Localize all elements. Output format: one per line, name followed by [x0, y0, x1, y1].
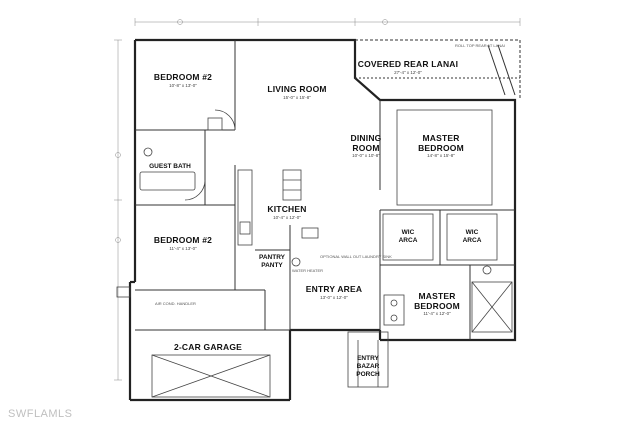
- room-dimensions: 10'-8" x 13'-0": [169, 83, 197, 88]
- laundry-note: OPTIONAL WALL OUT LAUNDRY SINK: [320, 254, 392, 259]
- room-name: COVERED REAR LANAI: [358, 59, 458, 69]
- room-name-line2: BEDROOM: [414, 301, 460, 311]
- room-master-bedroom: MASTER BEDROOM 14'-8" x 15'-8": [418, 133, 464, 158]
- lanai-outline: [355, 39, 521, 100]
- room-name-line2: ROOM: [352, 143, 379, 153]
- room-porch: ENTRY BAZAR PORCH: [356, 355, 380, 378]
- room-wic-left: WIC ARCA: [399, 229, 418, 244]
- room-name: BEDROOM #2: [154, 72, 212, 82]
- room-dimensions: 13'-0" x 12'-0": [320, 295, 348, 300]
- room-name-line1: DINING: [351, 133, 382, 143]
- room-name: LIVING ROOM: [267, 84, 326, 94]
- note-text: OPTIONAL WALL OUT LAUNDRY SINK: [320, 254, 392, 259]
- room-name: KITCHEN: [267, 204, 306, 214]
- room-dimensions: 15'-0" x 15'-8": [283, 95, 311, 100]
- room-name-line1: WIC: [402, 229, 415, 236]
- room-name-line1: PANTRY: [259, 254, 286, 261]
- lanai-note: ROLL TOP REAR AT LANAI: [455, 43, 505, 48]
- room-name-line1: ENTRY: [357, 355, 379, 362]
- room-bedroom-nw: BEDROOM #2 10'-8" x 13'-0": [154, 72, 212, 88]
- room-name-line2: BAZAR: [357, 363, 380, 370]
- room-dining: DINING ROOM 10'-0" x 10'-8": [351, 133, 382, 158]
- room-entry: ENTRY AREA 13'-0" x 12'-0": [306, 284, 362, 300]
- room-name: GUEST BATH: [149, 163, 191, 170]
- room-name-line2: PANTY: [261, 262, 283, 269]
- room-pantry: PANTRY PANTY: [259, 254, 286, 269]
- room-wic-right: WIC ARCA: [463, 229, 482, 244]
- room-guest-bath: GUEST BATH: [149, 163, 191, 170]
- room-lanai: COVERED REAR LANAI 27'-4" x 12'-0" ROLL …: [358, 43, 505, 75]
- room-bedroom-sw: BEDROOM #2 11'-4" x 13'-0": [154, 235, 212, 251]
- note-text: WATER HEATER: [292, 268, 323, 273]
- watermark: SWFLAMLS: [8, 408, 73, 420]
- room-dimensions: 14'-8" x 15'-8": [427, 153, 455, 158]
- room-name-line2: ARCA: [399, 237, 418, 244]
- room-name-line1: MASTER: [422, 133, 459, 143]
- room-kitchen: KITCHEN 10'-4" x 12'-0": [267, 204, 306, 220]
- room-name-line1: WIC: [466, 229, 479, 236]
- water-heater-note: WATER HEATER: [292, 268, 323, 273]
- room-garage: 2-CAR GARAGE AIR COND. HANDLER: [155, 301, 242, 352]
- fixtures: [116, 109, 513, 398]
- room-master-bath: MASTER BEDROOM 11'-4" x 12'-0": [414, 291, 460, 316]
- room-dimensions: 11'-4" x 13'-0": [169, 246, 197, 251]
- room-dimensions: 10'-4" x 12'-0": [273, 215, 301, 220]
- room-name: BEDROOM #2: [154, 235, 212, 245]
- garage-note: AIR COND. HANDLER: [155, 301, 196, 306]
- room-name-line2: BEDROOM: [418, 143, 464, 153]
- room-living: LIVING ROOM 15'-0" x 15'-8": [267, 84, 326, 100]
- room-name-line3: PORCH: [356, 371, 380, 378]
- room-dimensions: 10'-0" x 10'-8": [352, 153, 380, 158]
- room-name-line1: MASTER: [418, 291, 455, 301]
- dimension-lines: [114, 18, 521, 381]
- room-name: ENTRY AREA: [306, 284, 362, 294]
- room-dimensions: 27'-4" x 12'-0": [394, 70, 422, 75]
- room-dimensions: 11'-4" x 12'-0": [423, 311, 451, 316]
- room-name-line2: ARCA: [463, 237, 482, 244]
- room-name: 2-CAR GARAGE: [174, 342, 242, 352]
